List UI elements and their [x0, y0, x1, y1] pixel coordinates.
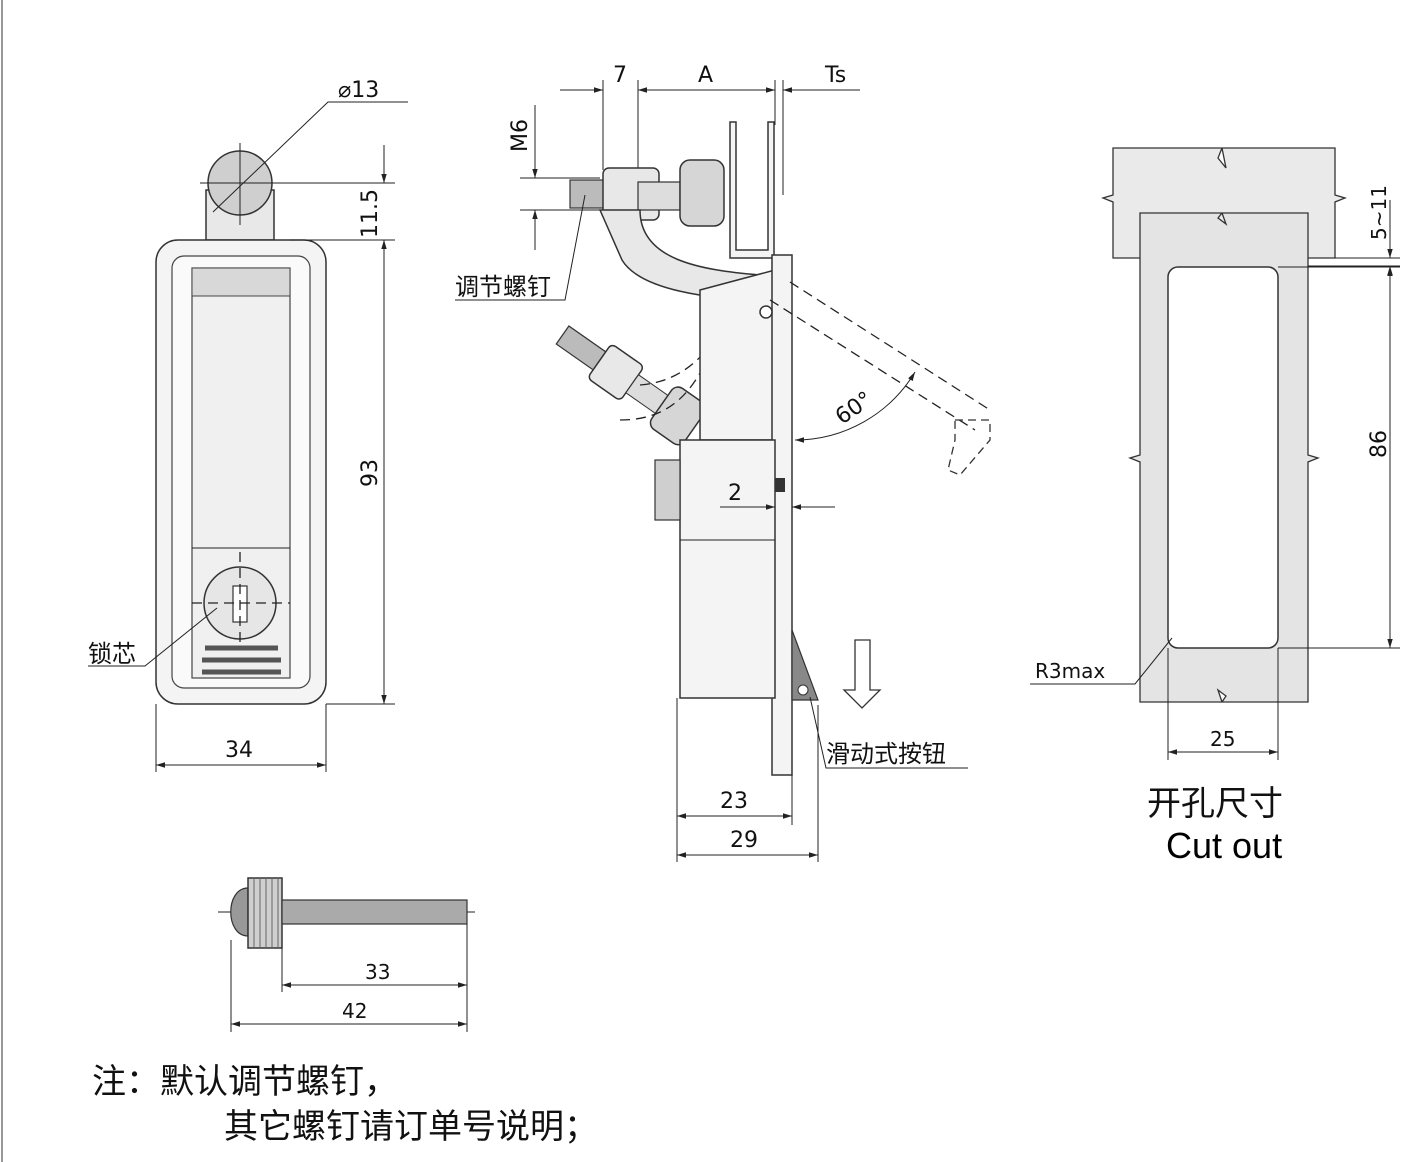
dim-M6-label: M6	[508, 119, 533, 152]
dim-29-label: 29	[730, 828, 758, 853]
dim-A-label: A	[698, 63, 713, 88]
note: 注：默认调节螺钉， 其它螺钉请订单号说明；	[92, 1062, 598, 1147]
lock-housing	[679, 439, 776, 699]
dim-25-label: 25	[1210, 727, 1235, 751]
cutout-title-cn: 开孔尺寸	[1147, 784, 1283, 824]
cutout-view: 5~11 86 R3max 25 开孔尺寸 Cut out	[1030, 147, 1400, 866]
height-knob-label: 11.5	[358, 189, 383, 238]
dim-7-label: 7	[613, 63, 627, 88]
slide-button-label: 滑动式按钮	[826, 740, 946, 768]
dim-23-label: 23	[720, 789, 748, 814]
dim-33-label: 33	[365, 960, 390, 984]
cutout-hole	[1167, 266, 1279, 649]
width-body-label: 34	[225, 738, 253, 763]
diameter-label: ⌀13	[338, 78, 379, 103]
note-line-1: 注：默认调节螺钉，	[92, 1062, 398, 1102]
screw-thread	[281, 899, 468, 925]
dim-2-label: 2	[728, 481, 742, 506]
height-body-label: 93	[358, 459, 383, 487]
side-view: 7 A Ts M6	[455, 63, 991, 862]
note-line-2: 其它螺钉请订单号说明；	[224, 1107, 598, 1147]
dim-Ts-label: Ts	[824, 63, 846, 88]
cutout-title-en: Cut out	[1166, 825, 1282, 866]
radius-label: R3max	[1035, 659, 1105, 683]
lock-core-label: 锁芯	[88, 640, 136, 668]
dim-5-11-label: 5~11	[1367, 185, 1391, 240]
front-view: ⌀13 锁芯 11.5 93 34	[88, 78, 408, 772]
adjust-screw-label: 调节螺钉	[455, 273, 551, 301]
dim-86-label: 86	[1367, 430, 1392, 458]
angle-label: 60°	[831, 387, 877, 430]
dim-42-label: 42	[342, 999, 367, 1023]
screw-view: 33 42	[218, 877, 475, 1032]
